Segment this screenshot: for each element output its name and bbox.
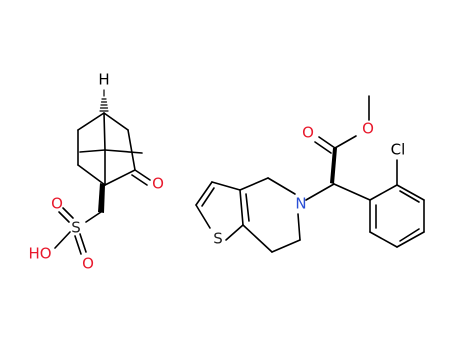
bond-c7-c7a [242,224,273,253]
bond-ar5-ar6 [369,231,398,248]
bond-s-o-top-a [62,207,74,219]
bond-thio-c2-c3 [195,181,213,206]
bond-c-o-ester [334,135,357,149]
bond-ar4-ar5 [396,231,425,248]
bond-c6-c1 [77,164,106,186]
atom-o-sulfonyl-top: O [51,195,63,213]
bond-c6-c7 [271,239,301,253]
bond-c1-c2 [104,169,136,186]
atom-o-ester: O [362,120,374,138]
atom-s-thiophene: S [213,230,223,248]
bond-c2-o1 [134,169,151,181]
bond-s-oh [54,231,71,249]
bond-ar-inner-3 [399,228,420,242]
bond-c4-c7 [103,112,106,151]
bond-thio-s-c7a [225,224,244,241]
clopidogrel: S N O O Cl [195,95,425,253]
bond-s-o-bottom-a [79,233,87,253]
bond-thio-c2-s [195,204,211,229]
bond-c4-n [267,177,296,195]
bond-c4-c5 [77,112,105,131]
bond-c3a-c7a [239,189,244,226]
wedge-ester [330,148,337,184]
bond-cstar-aryl [333,183,371,201]
camphorsulfonic-acid: H O O S O HO [28,71,163,273]
bond-c2-o2 [131,174,148,186]
bond-ar-inner-2 [399,190,420,203]
bond-s-o-bottom-b [74,235,82,255]
atom-h: H [98,71,109,89]
atom-o-ketone: O [152,175,164,193]
bond-thio-c2-c3-inner [201,187,215,207]
bond-thio-c3-c3a [211,181,241,191]
hash-wedge-h [99,89,109,112]
atom-o-carbonyl: O [302,124,314,142]
bond-c7-me2 [104,149,143,154]
bond-n-c6 [297,213,301,241]
bond-ar1-ar2 [369,184,398,201]
atom-hydroxyl: HO [28,245,51,263]
bond-c-o-carbonyl-b [314,141,332,154]
bond-c3-c2 [127,129,136,171]
atom-cl: Cl [391,141,406,159]
atom-s-sulfonyl: S [71,219,81,237]
bond-c3a-c7a-inner [245,193,250,222]
bond-c4-c3 [103,112,129,131]
bond-ar2-ar3 [396,184,425,201]
bond-c7-me1 [79,149,106,153]
atom-n: N [295,195,306,213]
atom-o-sulfonyl-bottom: O [82,255,94,273]
wedge-ch2 [98,183,105,213]
bond-ch2-s [85,211,102,223]
bond-c3a-c4 [239,177,269,191]
bond-n-cstar [305,183,335,201]
bond-c-o-carbonyl-a [318,136,336,149]
bond-s-o-top-b [58,211,70,223]
